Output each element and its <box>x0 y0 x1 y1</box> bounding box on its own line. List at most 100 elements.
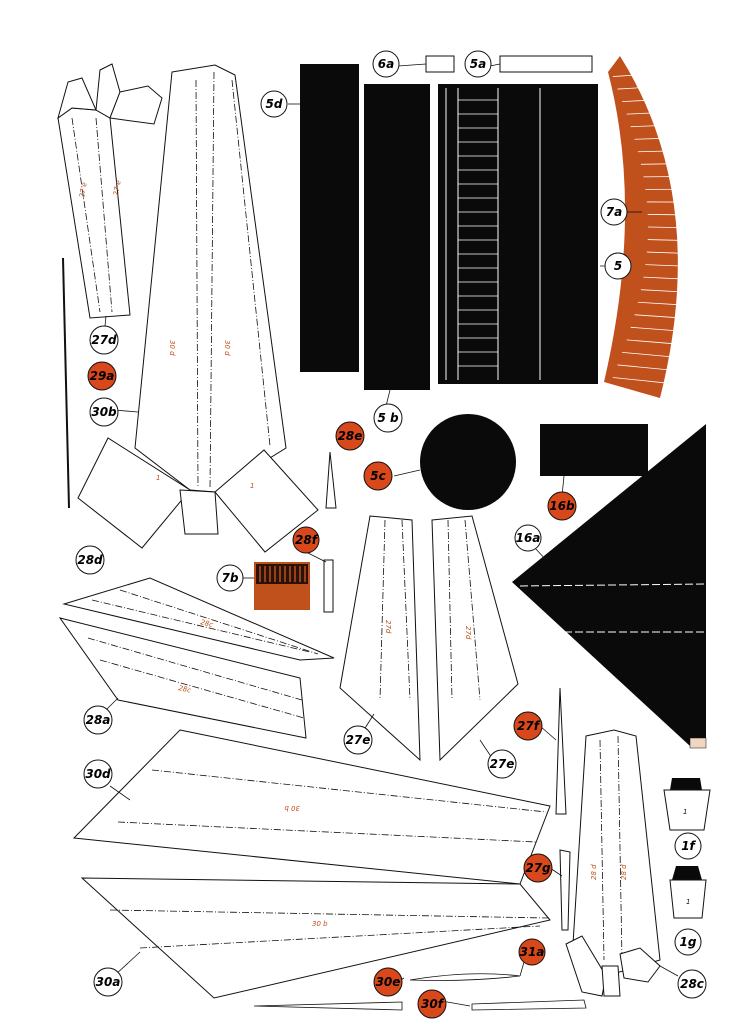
arc-segment-line <box>630 326 685 332</box>
svg-text:28c: 28c <box>680 977 704 991</box>
part-16b-panel <box>540 424 648 476</box>
arc-segment-line <box>647 226 703 229</box>
arc-segment-line <box>640 289 695 294</box>
part-31a-needle <box>471 999 587 1011</box>
part-7a-arc <box>604 56 703 398</box>
svg-text:6a: 6a <box>378 57 394 71</box>
part-mark: 30 b <box>312 920 328 928</box>
part-27g-strip <box>559 849 571 931</box>
part-30d: 30 d 30 d 1 1 <box>77 64 319 553</box>
part-30b-upper: 30 b <box>72 729 551 885</box>
part-mark: 27d <box>384 620 392 634</box>
label-7a: 7a <box>600 198 628 226</box>
arc-segment-line <box>612 72 667 77</box>
part-mark: 1 <box>686 898 690 906</box>
svg-text:29a: 29a <box>90 369 115 383</box>
label-28e: 28e <box>335 421 365 451</box>
part-mark: 27 e <box>112 180 123 197</box>
part-16a-fin <box>512 424 707 749</box>
svg-text:5 b: 5 b <box>377 411 399 425</box>
part-mark: 1 <box>683 808 687 816</box>
part-29a-needle <box>62 257 70 509</box>
svg-text:7b: 7b <box>222 571 239 585</box>
svg-text:27e: 27e <box>490 757 515 771</box>
arc-segment-line <box>626 339 681 345</box>
part-5-striped-panel <box>438 84 598 384</box>
label-1f: 1f <box>674 832 702 860</box>
arc-segment-line <box>646 251 701 255</box>
arc-segment-line <box>634 314 689 319</box>
arc-segment-line <box>647 239 702 242</box>
label-5: 5 <box>604 252 632 280</box>
label-5b: 5 b <box>373 403 403 433</box>
svg-text:31a: 31a <box>520 945 545 959</box>
part-5b-panel <box>364 84 430 390</box>
part-mark: 1 <box>156 474 160 482</box>
svg-text:30e: 30e <box>376 975 401 989</box>
arc-segment-line <box>637 150 692 153</box>
label-16b: 16b <box>547 491 577 521</box>
part-mark: 1 <box>250 482 254 490</box>
svg-text:5c: 5c <box>370 469 385 483</box>
part-28f-strip <box>323 559 334 613</box>
label-5a: 5a <box>464 50 492 78</box>
svg-text:28f: 28f <box>295 533 319 547</box>
arc-segment-line <box>612 377 667 384</box>
part-labels: 6a 5a 5d 7a 5 27d 29a 30b 5 b 28e 5c 16b… <box>75 50 707 1019</box>
label-27d: 27d <box>89 325 119 355</box>
label-29a: 29a <box>87 361 117 391</box>
part-5d-panel <box>300 64 359 372</box>
svg-text:5a: 5a <box>470 57 486 71</box>
part-mark: 30 d <box>223 340 231 356</box>
part-28c-upper: 28c <box>62 577 335 661</box>
part-mark: 27d <box>464 626 472 640</box>
label-27f: 27f <box>513 711 543 741</box>
part-30e-needle <box>409 973 521 981</box>
part-5a-strip <box>499 55 593 73</box>
svg-text:30a: 30a <box>96 975 121 989</box>
label-30e: 30e <box>373 967 403 997</box>
label-28c: 28c <box>677 969 707 999</box>
label-30d: 30d <box>83 759 113 789</box>
svg-text:16b: 16b <box>549 499 575 513</box>
label-31a: 31a <box>518 938 546 966</box>
part-6a-strip <box>425 55 455 73</box>
part-28c-lower: 28c <box>58 617 307 739</box>
part-27d-right: 27d <box>431 515 519 762</box>
svg-text:1f: 1f <box>681 839 696 853</box>
label-27g: 27g <box>523 853 553 883</box>
arc-segment-line <box>617 364 672 371</box>
svg-text:28a: 28a <box>86 713 111 727</box>
part-5c-circle <box>420 414 516 510</box>
svg-text:16a: 16a <box>516 531 541 545</box>
part-mark: 28 d <box>620 864 628 880</box>
label-27e-right: 27e <box>487 749 517 779</box>
svg-text:5d: 5d <box>266 97 283 111</box>
svg-text:27e: 27e <box>346 733 371 747</box>
label-27e-left: 27e <box>343 725 373 755</box>
part-30f-needle <box>253 1001 403 1011</box>
part-mark: 28c <box>178 684 192 695</box>
arc-segment-line <box>634 137 689 140</box>
label-7b: 7b <box>216 564 244 592</box>
svg-text:30b: 30b <box>91 405 117 419</box>
part-1g-cup: 1 <box>669 866 707 919</box>
part-mark: 30 b <box>284 804 300 812</box>
part-mark: 27 e <box>78 182 89 199</box>
svg-text:27f: 27f <box>517 719 541 733</box>
part-mark: 30 d <box>168 340 176 356</box>
arc-segment-line <box>643 175 698 178</box>
svg-text:5: 5 <box>614 259 622 273</box>
label-28f: 28f <box>292 526 320 554</box>
svg-text:28d: 28d <box>77 553 103 567</box>
label-1g: 1g <box>674 928 702 956</box>
svg-text:30d: 30d <box>85 767 111 781</box>
part-mark: 28c <box>199 618 214 629</box>
label-30f: 30f <box>417 989 447 1019</box>
svg-text:7a: 7a <box>606 205 622 219</box>
label-30a: 30a <box>93 967 123 997</box>
arc-segment-line <box>637 301 692 306</box>
label-5c: 5c <box>363 461 393 491</box>
part-27d-left: 27d <box>339 515 421 762</box>
